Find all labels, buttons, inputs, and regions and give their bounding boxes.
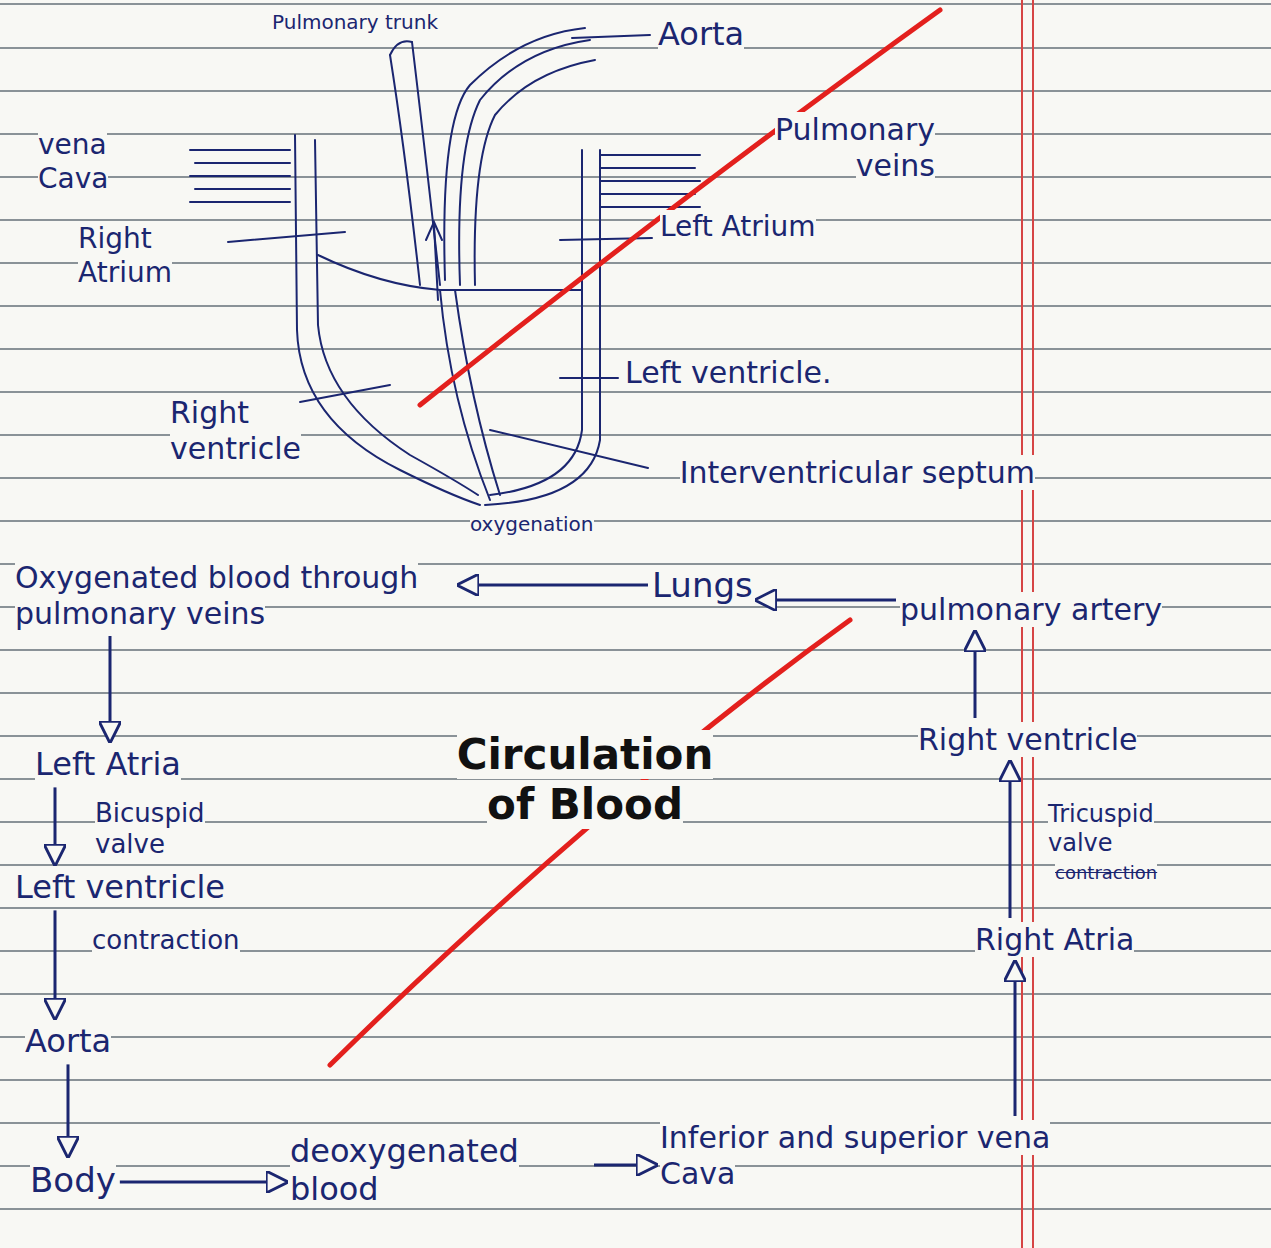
arrow-shaft: [54, 910, 57, 1018]
edge-label-wrap: Bicuspid valve: [95, 798, 245, 860]
leader-line: [490, 430, 648, 468]
arrow-shaft: [1014, 962, 1017, 1116]
flow-arrow: [594, 1165, 656, 1166]
part-label: Pulmonary veins: [775, 112, 935, 183]
arrow-shaft: [54, 787, 57, 864]
red-strike: [330, 10, 940, 1065]
part-label: vena Cava: [38, 128, 108, 195]
arrow-shaft: [120, 1181, 286, 1184]
flow-arrow: [68, 1064, 69, 1156]
label-wrap: Pulmonary veins: [705, 112, 935, 184]
edge-label-wrap: oxygenation: [470, 512, 594, 536]
arrow-shaft: [109, 636, 112, 741]
label-wrap: Left Atrium: [660, 210, 816, 244]
edge-label-wrap: contraction: [92, 925, 240, 956]
label-wrap: contraction: [1055, 862, 1157, 885]
edge-label: Tricuspid valve: [1048, 800, 1154, 857]
septum-line: [455, 290, 500, 495]
part-label: Pulmonary trunk: [272, 10, 438, 34]
aorta-line: [444, 28, 585, 280]
leader-line: [560, 238, 652, 240]
label-wrap: Interventricular septum: [655, 455, 1035, 491]
arrow-shaft: [974, 632, 977, 718]
vein-lines: [190, 150, 290, 202]
step-text: Right Atria: [975, 922, 1134, 957]
flow-arrow: [110, 636, 111, 741]
label-wrap: vena Cava: [38, 128, 148, 195]
aorta-line: [475, 60, 595, 285]
label-wrap: Aorta: [658, 15, 744, 53]
flow-arrow: [459, 585, 648, 586]
trunk-line: [390, 41, 412, 55]
strike-stroke: [330, 620, 850, 1065]
step-text: Body: [30, 1160, 116, 1200]
label-wrap: Left ventricle.: [625, 355, 831, 391]
flow-step: Left Atria: [35, 745, 181, 783]
step-text: Left ventricle: [15, 868, 225, 906]
step-text: Inferior and superior vena Cava: [660, 1120, 1050, 1191]
flow-arrow: [120, 1182, 286, 1183]
flow-step: Lungs: [652, 565, 753, 607]
arrow-shaft: [757, 599, 896, 602]
flow-step: Right Atria: [975, 922, 1134, 958]
flow-step: Right ventricle: [918, 722, 1137, 758]
leader-line: [572, 35, 650, 38]
trunk-line: [390, 55, 420, 285]
part-label: Right Atrium: [78, 222, 172, 289]
diagram-title: Circulation of Blood: [457, 730, 714, 829]
arrow-shaft: [67, 1064, 70, 1156]
leader-line: [300, 385, 390, 402]
step-text: pulmonary artery: [900, 592, 1162, 627]
flow-step: Left ventricle: [15, 868, 225, 906]
strike-stroke: [420, 10, 940, 405]
flow-arrow: [757, 600, 896, 601]
flow-arrow: [55, 910, 56, 1018]
step-text: Lungs: [652, 565, 753, 605]
step-text: Oxygenated blood through pulmonary veins: [15, 560, 418, 631]
step-text: Right ventricle: [918, 722, 1137, 757]
flow-mark: [426, 222, 442, 300]
title-box: Circulation of Blood: [430, 730, 740, 831]
part-label: contraction: [1055, 862, 1157, 883]
part-label: Left ventricle.: [625, 355, 831, 390]
flow-step: pulmonary artery: [900, 592, 1162, 628]
part-label: Aorta: [658, 15, 744, 53]
flow-arrow: [975, 632, 976, 718]
part-label: Left Atrium: [660, 210, 816, 243]
valve-line: [318, 255, 582, 290]
edge-label: contraction: [92, 925, 240, 955]
flow-arrow: [55, 787, 56, 864]
flow-step: deoxygenated blood: [290, 1132, 590, 1209]
arrow-shaft: [459, 584, 648, 587]
flow-step: Oxygenated blood through pulmonary veins: [15, 560, 455, 632]
arrow-shaft: [594, 1164, 656, 1167]
edge-label-wrap: Tricuspid valve: [1048, 800, 1218, 858]
label-wrap: Pulmonary trunk: [272, 10, 438, 34]
step-text: Aorta: [25, 1022, 111, 1060]
heart-wall: [315, 140, 478, 495]
edge-label: Bicuspid valve: [95, 798, 205, 859]
heart-wall: [490, 150, 582, 495]
flow-step: Inferior and superior vena Cava: [660, 1120, 1060, 1192]
arrow-shaft: [1009, 762, 1012, 918]
heart-wall: [295, 135, 480, 505]
label-wrap: Right Atrium: [78, 222, 208, 289]
step-text: deoxygenated blood: [290, 1132, 519, 1208]
edge-label: oxygenation: [470, 512, 594, 536]
part-label: Interventricular septum: [680, 455, 1035, 490]
leader-line: [228, 232, 345, 242]
flow-arrow: [1015, 962, 1016, 1116]
flow-step: Aorta: [25, 1022, 111, 1060]
label-wrap: Right ventricle: [170, 395, 360, 467]
leader-line: [560, 377, 618, 379]
septum-line: [440, 290, 490, 500]
part-label: Right ventricle: [170, 395, 301, 466]
flow-step: Body: [30, 1160, 116, 1202]
step-text: Left Atria: [35, 745, 181, 783]
flow-arrow: [1010, 762, 1011, 918]
